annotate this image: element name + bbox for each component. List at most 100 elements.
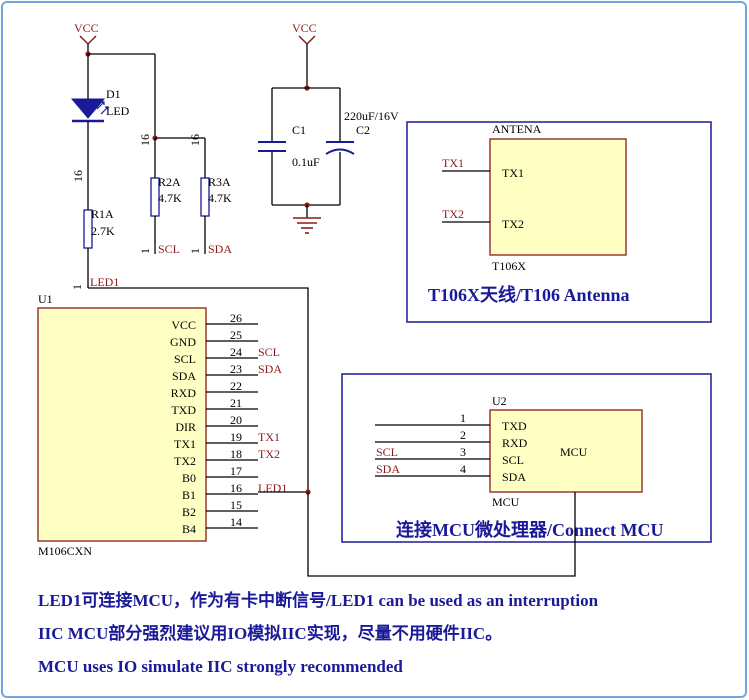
u1-pin-name: RXD — [171, 386, 197, 400]
t106x-chip — [489, 138, 627, 256]
u1-chip — [37, 307, 207, 542]
led1-wire — [258, 489, 576, 577]
u2-pin-number: 4 — [460, 462, 466, 476]
r2-value: 4.7K — [158, 191, 182, 205]
r1-value: 2.7K — [91, 224, 115, 238]
u1-pin-number: 22 — [230, 379, 242, 393]
antenna-pin-tx1: TX1 — [502, 166, 524, 180]
u1-pin-number: 26 — [230, 311, 242, 325]
led1-net-label: LED1 — [90, 275, 119, 289]
r1-pin-top: 16 — [71, 170, 85, 182]
r3-pin-bottom: 1 — [188, 248, 202, 254]
u1-pin-number: 20 — [230, 413, 242, 427]
r3-ref: R3A — [208, 175, 231, 189]
u1-pin-number: 24 — [230, 345, 242, 359]
u2-part: MCU — [492, 495, 520, 509]
u1-pin-name: VCC — [171, 318, 196, 332]
antenna-caption: T106X天线/T106 Antenna — [428, 284, 630, 305]
u2-pin-number: 3 — [460, 445, 466, 459]
d1-ref: D1 — [106, 87, 121, 101]
antenna-pin-tx2: TX2 — [502, 217, 524, 231]
r2-ref: R2A — [158, 175, 181, 189]
antenna-net-tx1: TX1 — [442, 156, 464, 170]
decoupling-capacitors: VCC C1 0.1uF 220uF/16V C2 — [258, 21, 399, 234]
mcu-frame — [341, 373, 712, 543]
mcu-caption: 连接MCU微处理器/Connect MCU — [396, 519, 663, 540]
u2-pin-name: TXD — [502, 419, 527, 433]
u1-pin-name: B0 — [182, 471, 196, 485]
u2-pin-number: 1 — [460, 411, 466, 425]
u2-pin-name: SCL — [502, 453, 524, 467]
u1-pin-name: TXD — [171, 403, 196, 417]
u2-ref: U2 — [492, 394, 507, 408]
u1-pin-name: GND — [170, 335, 196, 349]
c2-value: 220uF/16V — [344, 109, 399, 123]
r2-pin-top: 16 — [138, 134, 152, 146]
u2-center-label: MCU — [560, 445, 588, 459]
u1-pin-number: 17 — [230, 464, 242, 478]
u1-pin-name: B4 — [182, 522, 196, 536]
u1-pin-net: TX1 — [258, 430, 280, 444]
c1-value: 0.1uF — [292, 155, 320, 169]
c2-plate-bottom — [325, 148, 355, 155]
u2-pin-name: SDA — [502, 470, 526, 484]
u1-pin-name: B1 — [182, 488, 196, 502]
antenna-part: T106X — [492, 259, 526, 273]
u1-pin-net: SCL — [258, 345, 280, 359]
r2-scl-net-label: SCL — [158, 242, 180, 256]
u1-pin-net: LED1 — [258, 481, 287, 495]
vcc-led-branch: VCC D1 LED 16 R1A 2.7K 1 LED1 — [70, 21, 309, 492]
r3-sda-net-label: SDA — [208, 242, 232, 256]
c1-ref: C1 — [292, 123, 306, 137]
ground-symbol — [293, 217, 321, 234]
u1-ref: U1 — [38, 292, 53, 306]
note-line-1: LED1可连接MCU，作为有卡中断信号/LED1 can be used as … — [38, 590, 599, 610]
note-line-2: IIC MCU部分强烈建议用IO模拟IIC实现，尽量不用硬件IIC。 — [38, 623, 502, 643]
u1-pin-name: SCL — [174, 352, 196, 366]
u1-pin-number: 15 — [230, 498, 242, 512]
antenna-title: ANTENA — [492, 122, 542, 136]
c2-ref: C2 — [356, 123, 370, 137]
u1-pin-net: TX2 — [258, 447, 280, 461]
vcc-label-caps: VCC — [292, 21, 317, 35]
u1-pin-net: SDA — [258, 362, 282, 376]
u1-pin-number: 18 — [230, 447, 242, 461]
r1-pin-bottom: 1 — [70, 284, 84, 290]
u1-pin-name: SDA — [172, 369, 196, 383]
u1-pin-number: 25 — [230, 328, 242, 342]
antenna-frame — [406, 121, 712, 323]
u1-pin-number: 16 — [230, 481, 242, 495]
u1-pin-name: TX2 — [174, 454, 196, 468]
u2-pin-name: RXD — [502, 436, 528, 450]
d1-value: LED — [106, 104, 130, 118]
pullup-resistors: 16 16 R2A 4.7K R3A 4.7K 1 1 SCL SDA — [138, 54, 232, 256]
r2-pin-bottom: 1 — [138, 248, 152, 254]
u2-pin-net: SDA — [376, 462, 400, 476]
r1-ref: R1A — [91, 207, 114, 221]
u2-pin-net: SCL — [376, 445, 398, 459]
u1-pin-name: TX1 — [174, 437, 196, 451]
u2-chip — [489, 409, 643, 493]
u1-pin-number: 14 — [230, 515, 242, 529]
u2-pin-number: 2 — [460, 428, 466, 442]
u1-pin-number: 19 — [230, 430, 242, 444]
vcc-label-left: VCC — [74, 21, 99, 35]
r3-pin-top: 16 — [188, 134, 202, 146]
u1-part: M106CXN — [38, 544, 92, 558]
u1-pin-number: 21 — [230, 396, 242, 410]
u1-pin-name: DIR — [175, 420, 196, 434]
u1-pin-number: 23 — [230, 362, 242, 376]
note-line-3: MCU uses IO simulate IIC strongly recomm… — [38, 657, 403, 676]
antenna-net-tx2: TX2 — [442, 207, 464, 221]
antenna-block: ANTENA TX1 TX2 TX1 TX2 T106X T106X天线/T10… — [406, 121, 712, 323]
u1-pin-name: B2 — [182, 505, 196, 519]
led-diode-symbol — [70, 98, 106, 119]
notes: LED1可连接MCU，作为有卡中断信号/LED1 can be used as … — [38, 590, 599, 676]
r3-value: 4.7K — [208, 191, 232, 205]
